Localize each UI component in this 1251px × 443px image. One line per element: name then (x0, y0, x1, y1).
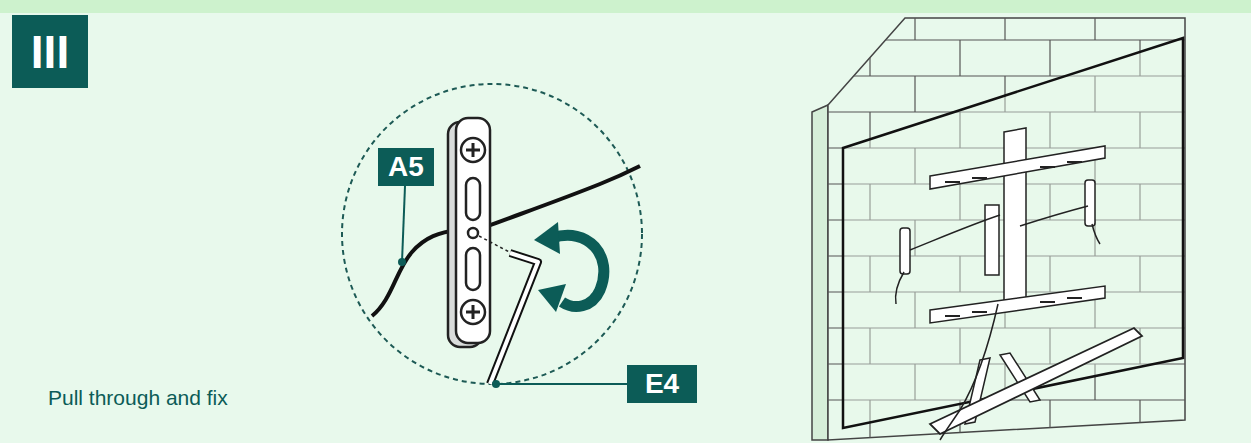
part-label: E4 (627, 365, 697, 403)
leader-line (496, 383, 627, 385)
wall-side (812, 105, 828, 440)
brick-joints (800, 4, 1190, 440)
guide-line (479, 236, 513, 254)
cable (1020, 206, 1088, 226)
cable (372, 230, 458, 316)
stand-base (930, 328, 1142, 434)
brick-wall (828, 18, 1185, 440)
arm-slots (945, 162, 1082, 182)
screw-cross (466, 143, 480, 157)
screw-cross (466, 305, 480, 319)
part-label: A5 (378, 148, 434, 186)
arrow-head (538, 284, 566, 312)
detail-circle (342, 84, 642, 384)
top-band (0, 0, 1251, 13)
arm-slots (945, 298, 1082, 316)
brick-lines (800, 4, 1190, 440)
cable (910, 215, 1000, 250)
tv-panel (843, 38, 1183, 428)
mount-arm (930, 146, 1105, 189)
screw-head (461, 300, 485, 324)
cable (488, 166, 640, 226)
cable-clip (1085, 180, 1095, 226)
cable-clip (448, 118, 490, 347)
cable (1092, 224, 1100, 244)
instruction-text: Pull through and fix (48, 386, 228, 410)
cable (940, 304, 998, 440)
cable-clip (900, 228, 910, 274)
leader-dot (492, 380, 500, 388)
screw-head (461, 138, 485, 162)
clip-face (456, 118, 490, 343)
clip-slot (466, 178, 480, 220)
cable (895, 272, 904, 304)
set-screw (468, 228, 478, 238)
arrow-head (534, 222, 560, 254)
allen-key (490, 253, 538, 384)
leader-dot (398, 258, 406, 266)
leader-line (402, 186, 405, 262)
tv-stand (930, 304, 1142, 440)
wall-mount (895, 128, 1105, 323)
clip-slot (466, 248, 480, 290)
step-number: III (12, 15, 88, 88)
allen-key (490, 253, 538, 384)
mount-arm (930, 286, 1105, 323)
mount-column (1004, 128, 1026, 304)
